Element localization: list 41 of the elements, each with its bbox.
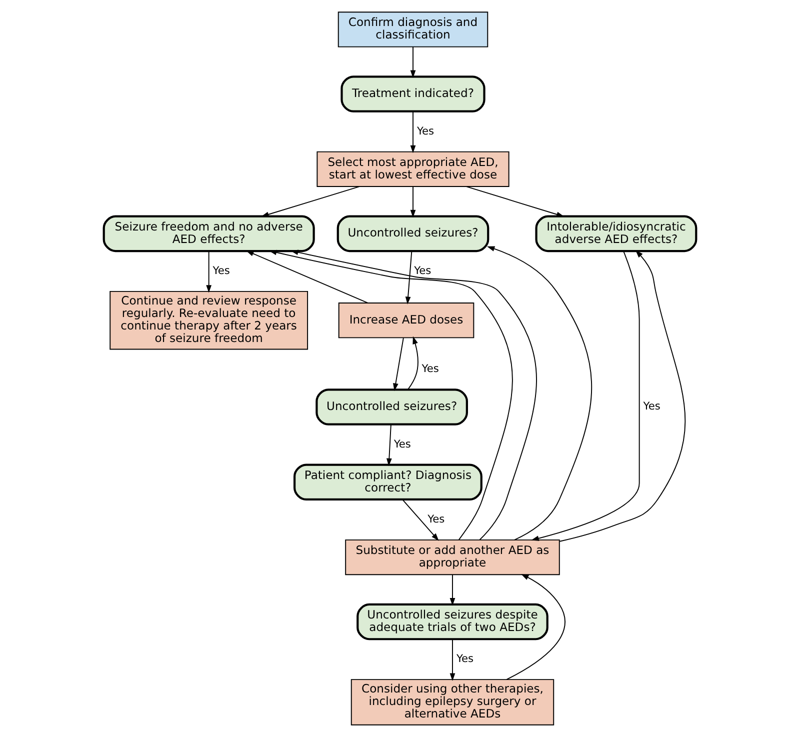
node-box: Treatment indicated?	[340, 76, 486, 112]
arrow	[246, 250, 368, 304]
arrow	[290, 250, 537, 540]
edge-label: Yes	[416, 125, 434, 138]
edge-label: Yes	[643, 400, 660, 413]
node-box: Patient compliant? Diagnosis correct?	[293, 464, 482, 501]
arrow	[410, 186, 416, 218]
node-box: Select most appropriate AED, start at lowest effective dose	[316, 151, 510, 187]
node-box: Consider using other therapies, including epilepsy surgery or alternative AEDs	[350, 679, 554, 726]
arrow	[531, 250, 640, 541]
arrow	[559, 250, 686, 542]
arrow	[407, 336, 418, 390]
node-box: Uncontrolled seizures?	[336, 215, 490, 252]
arrow	[268, 250, 513, 540]
arrow	[486, 246, 592, 540]
node-box: Confirm diagnosis and classification	[338, 12, 488, 48]
node-box: Seizure freedom and no adverse AED effects?	[102, 215, 315, 252]
arrow	[206, 250, 212, 293]
edge-label: Yes	[428, 513, 445, 526]
arrow	[450, 638, 456, 681]
node-box: Uncontrolled seizures despite adequate trials of two AEDs?	[356, 603, 548, 640]
node-box: Intolerable/idiosyncratic adverse AED effects?	[535, 215, 698, 252]
arrow	[405, 250, 412, 304]
arrow	[393, 338, 404, 392]
arrow	[402, 499, 439, 541]
arrow	[466, 186, 564, 217]
edge-label: Yes	[394, 438, 411, 450]
node-box: Uncontrolled seizures?	[316, 388, 468, 426]
edge-label: Yes	[456, 653, 474, 666]
node-box: Substitute or add another AED as appropriate	[345, 539, 560, 576]
arrow	[410, 46, 416, 78]
node-box: Increase AED doses	[338, 302, 474, 338]
edge-label: Yes	[414, 264, 432, 277]
arrow	[506, 574, 566, 680]
arrow	[386, 424, 392, 466]
edge-label: Yes	[212, 264, 230, 277]
arrow	[261, 186, 360, 217]
arrow	[410, 111, 416, 154]
edge-label: Yes	[422, 363, 439, 376]
node-box: Continue and review response regularly. Re-evaluate need to continue therapy after 2 years of seizure freedom	[110, 290, 308, 350]
arrow	[450, 574, 456, 606]
